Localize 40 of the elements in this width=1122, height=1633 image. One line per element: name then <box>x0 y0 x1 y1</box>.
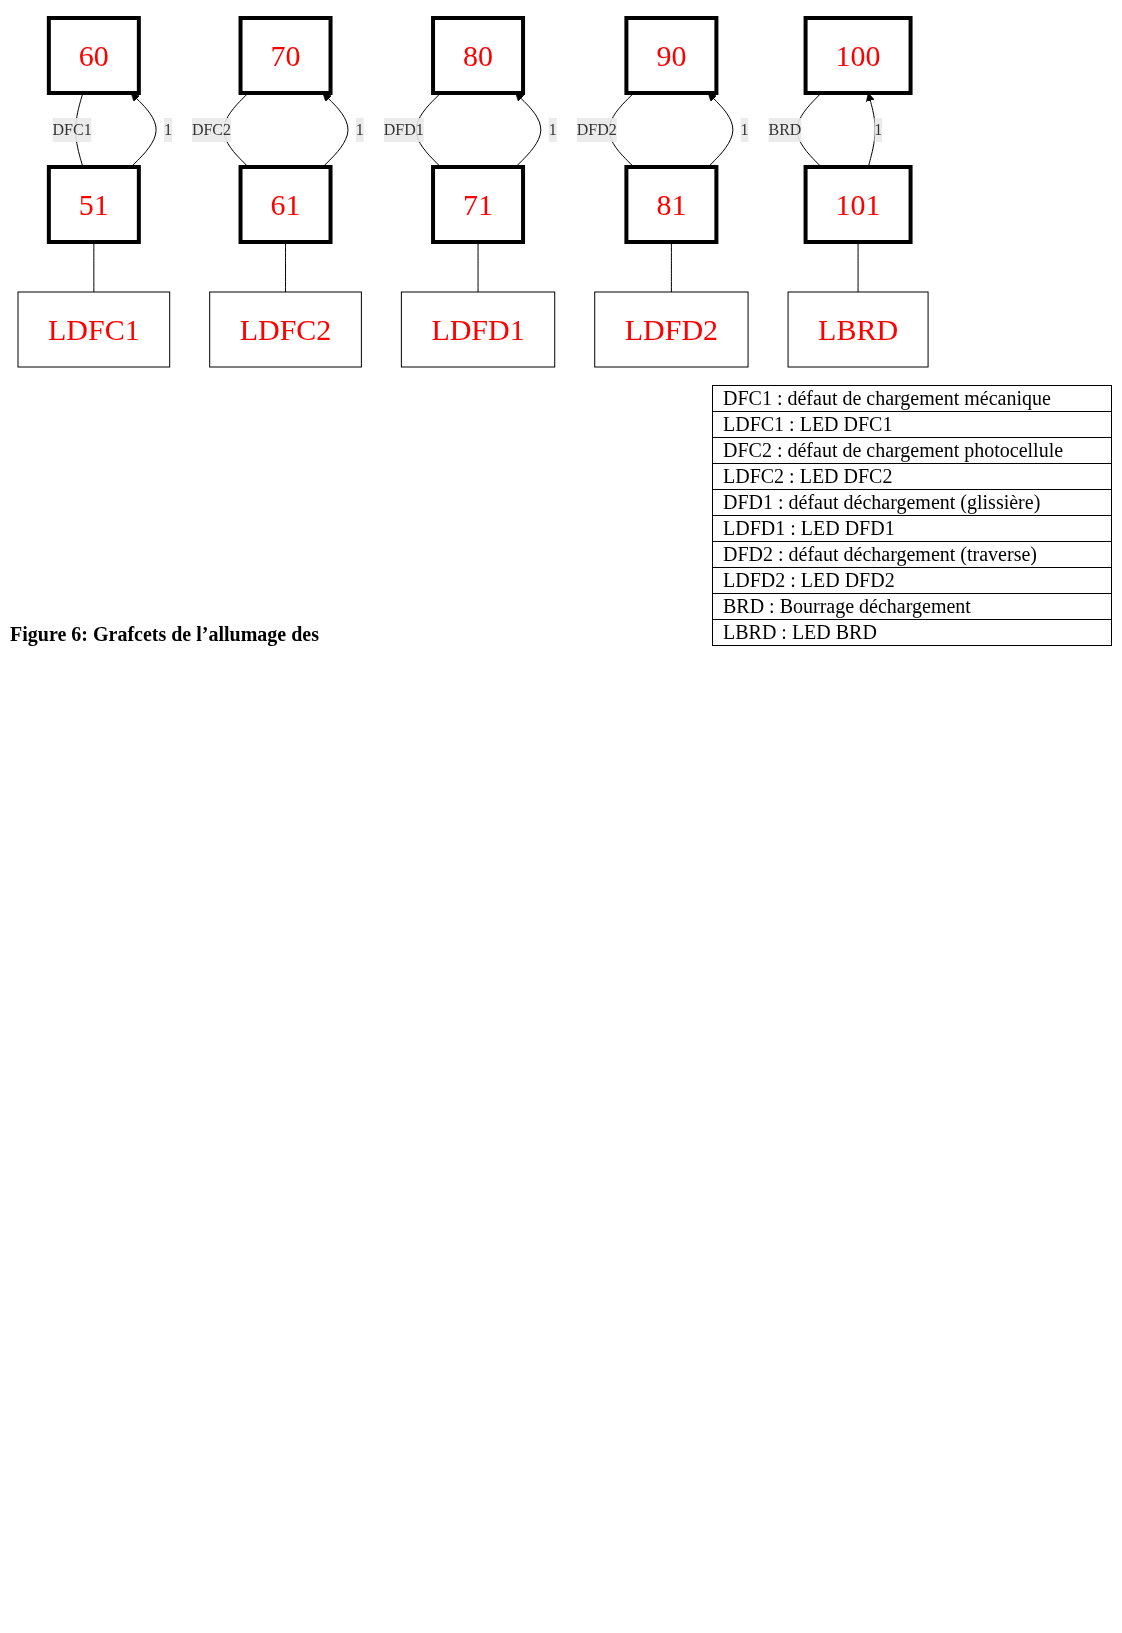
table-cell: DFD1 : défaut déchargement (glissière) <box>712 489 1112 516</box>
node-box: 51 <box>46 165 141 244</box>
arrow <box>130 92 157 168</box>
table-cell: DFD2 : défaut déchargement (traverse) <box>712 541 1112 568</box>
edge-label: DFD2 <box>576 121 617 138</box>
table-cell: LDFD1 : LED DFD1 <box>712 515 1112 542</box>
node-box: LDFD1 <box>400 291 556 368</box>
node-box: LBRD <box>787 291 929 368</box>
edge-label: DFC1 <box>52 121 92 138</box>
arrow <box>322 92 349 168</box>
node-box: 61 <box>238 165 333 244</box>
edge-label: BRD <box>768 121 802 138</box>
arrow <box>707 92 734 168</box>
node-box: 71 <box>431 165 526 244</box>
node-box: 60 <box>46 16 141 95</box>
table-cell: LDFC2 : LED DFC2 <box>712 463 1112 490</box>
table-cell: LBRD : LED BRD <box>712 619 1112 646</box>
table-cell: BRD : Bourrage déchargement <box>712 593 1112 620</box>
table-cell: DFC2 : défaut de chargement photocellule <box>712 437 1112 464</box>
edge-label: DFD1 <box>383 121 424 138</box>
node-box: 100 <box>803 16 913 95</box>
table-cell: LDFD2 : LED DFD2 <box>712 567 1112 594</box>
edge-label: DFC2 <box>191 121 232 138</box>
edge-label: 1 <box>874 121 883 138</box>
node-box: LDFD2 <box>594 291 749 368</box>
arrow <box>515 92 542 168</box>
edge-label: 1 <box>740 121 749 138</box>
table-cell: DFC1 : défaut de chargement mécanique <box>712 385 1112 412</box>
edge-label: 1 <box>355 121 364 138</box>
table-cell: LDFC1 : LED DFC1 <box>712 411 1112 438</box>
edge-label: 1 <box>163 121 172 138</box>
node-box: 90 <box>624 16 719 95</box>
node-box: 81 <box>624 165 719 244</box>
figure-caption: Figure 6: Grafcets de l’allumage des <box>10 623 319 646</box>
edge-label: 1 <box>548 121 557 138</box>
node-box: LDFC2 <box>209 291 362 368</box>
node-box: 101 <box>803 165 913 244</box>
node-box: 70 <box>238 16 333 95</box>
node-box: LDFC1 <box>17 291 171 368</box>
node-box: 80 <box>431 16 526 95</box>
